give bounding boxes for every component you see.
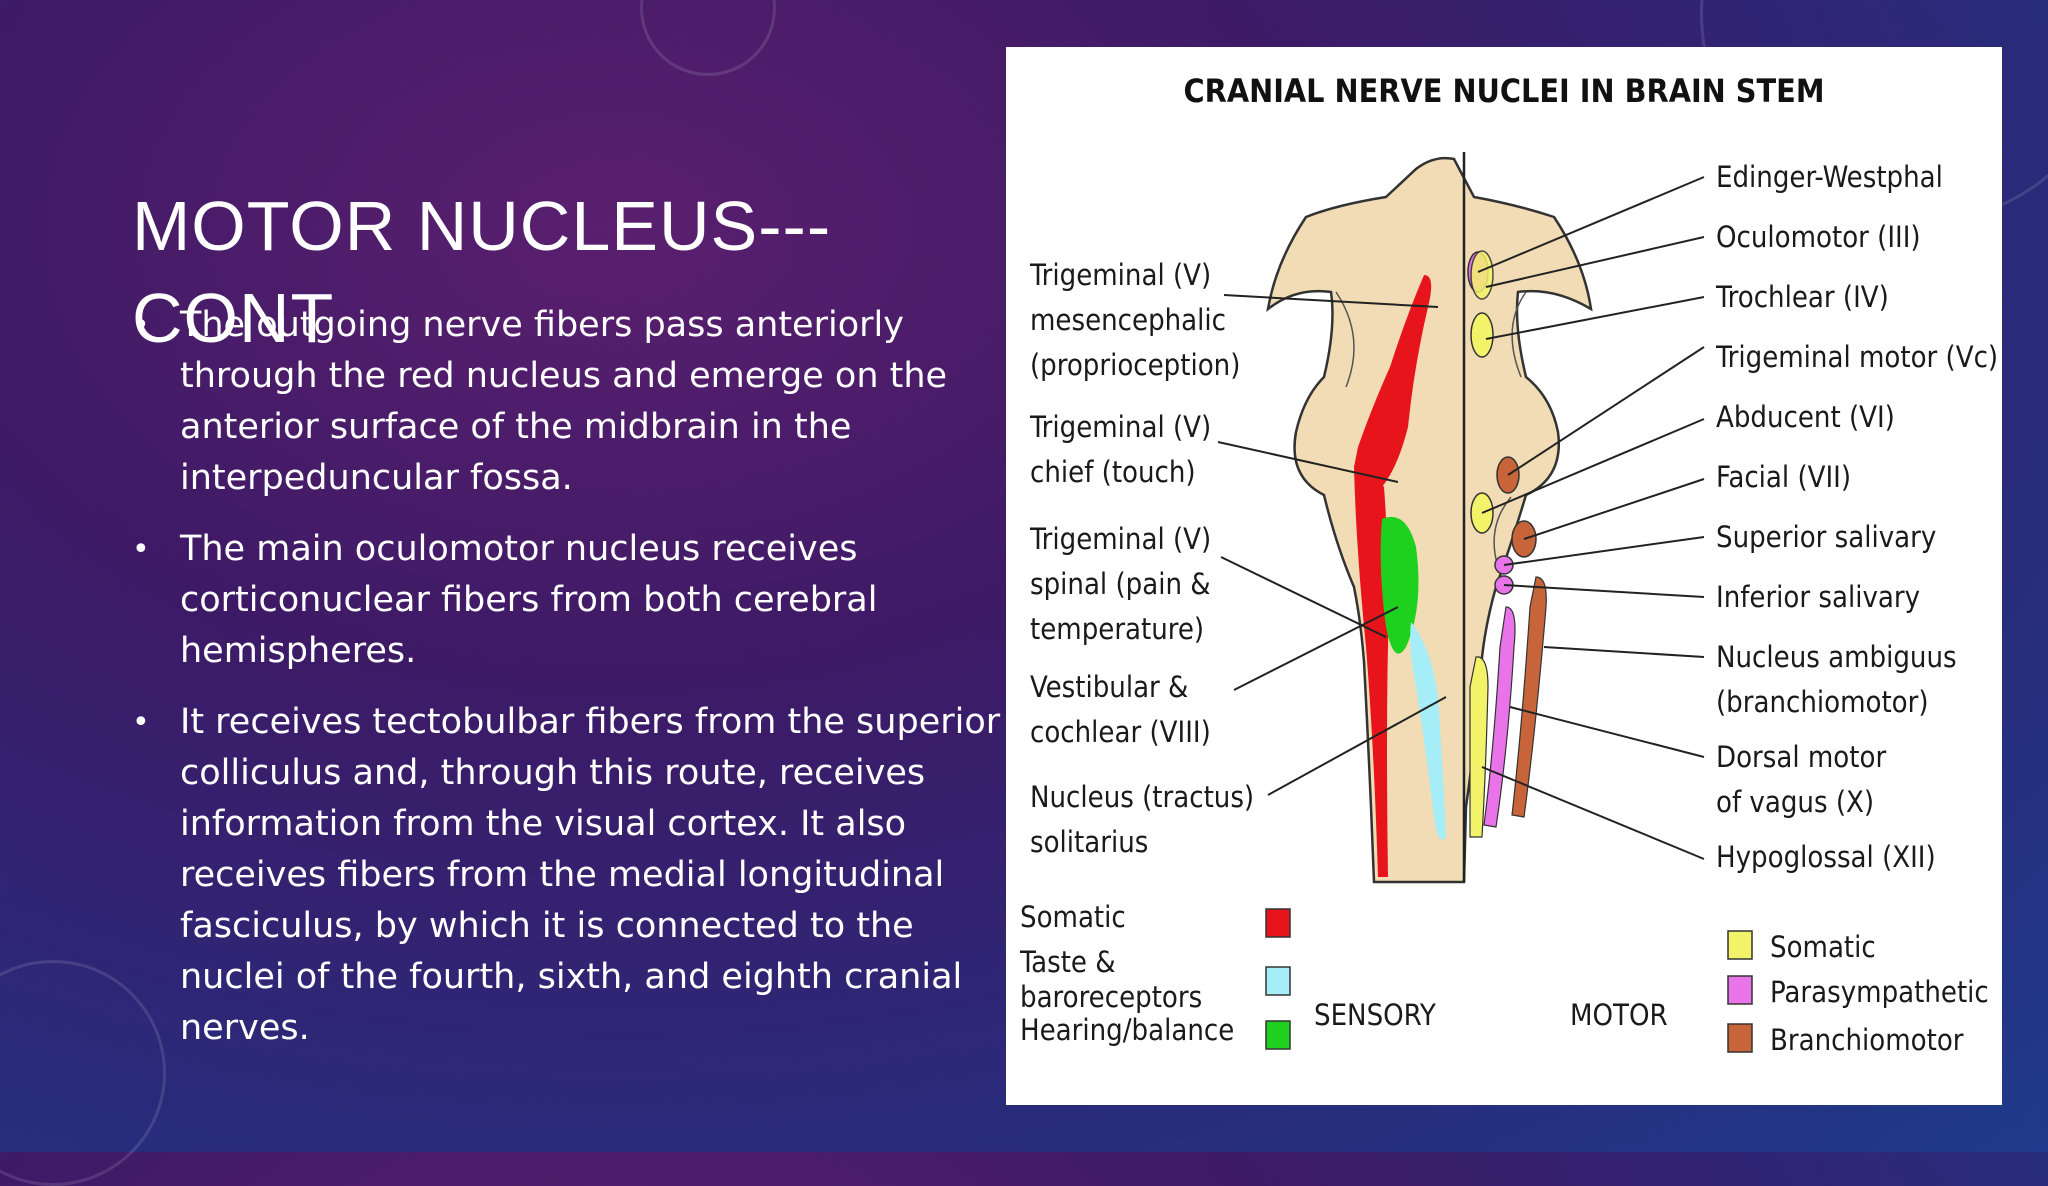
left-label-line: spinal (pain &: [1030, 567, 1211, 601]
bullet-list: • The outgoing nerve fibers pass anterio…: [132, 300, 1002, 1074]
right-label: Hypoglossal (XII): [1716, 840, 1936, 874]
legend-sensory-label: Taste &baroreceptors: [1019, 945, 1202, 1014]
left-label-line: Trigeminal (V): [1029, 522, 1211, 556]
right-label-line: Hypoglossal (XII): [1716, 840, 1936, 874]
inner-contour: [1335, 291, 1527, 568]
right-label-line: of vagus (X): [1716, 785, 1874, 819]
right-label-line: Nucleus ambiguus: [1716, 640, 1957, 674]
left-label: Trigeminal (V) chief (touch): [1029, 410, 1211, 489]
right-label-line: Trochlear (IV): [1715, 280, 1889, 314]
left-label-line: chief (touch): [1030, 455, 1196, 489]
bullet-text: It receives tectobulbar fibers from the …: [180, 702, 1001, 1048]
left-label-group: Trigeminal (V) mesencephalic (propriocepti…: [1029, 258, 1254, 859]
bullet-item: • The outgoing nerve fibers pass anterio…: [132, 300, 1002, 504]
brainstem-diagram: CRANIAL NERVE NUCLEI IN BRAIN STEM: [1006, 47, 2002, 1105]
legend-sensory-heading: SENSORY: [1314, 998, 1437, 1032]
bullet-text: The outgoing nerve fibers pass anteriorl…: [180, 305, 948, 498]
legend-sensory-label-line: baroreceptors: [1020, 980, 1202, 1014]
diagram-title: CRANIAL NERVE NUCLEI IN BRAIN STEM: [1184, 72, 1825, 110]
left-label-line: Trigeminal (V): [1029, 258, 1211, 292]
dorsal-motor-vagus-nucleus: [1483, 606, 1516, 828]
legend-motor-heading: MOTOR: [1570, 998, 1668, 1032]
legend-sensory-label: Somatic: [1020, 900, 1126, 934]
bullet-icon: •: [132, 705, 150, 740]
bullet-item: • It receives tectobulbar fibers from th…: [132, 697, 1002, 1054]
right-label-line: (branchiomotor): [1716, 685, 1929, 719]
left-label-line: Trigeminal (V): [1029, 410, 1211, 444]
right-label-line: Edinger-Westphal: [1716, 160, 1943, 194]
legend-sensory-label-line: Somatic: [1020, 900, 1126, 934]
right-label: Dorsal motor of vagus (X): [1716, 740, 1886, 819]
left-label: Nucleus (tractus) solitarius: [1030, 780, 1254, 859]
right-label-line: Oculomotor (III): [1716, 220, 1921, 254]
bullet-item: • The main oculomotor nucleus receives c…: [132, 524, 1002, 677]
slide-title: MOTOR NUCLEUS--- CONT: [132, 187, 832, 357]
right-label: Facial (VII): [1716, 460, 1851, 494]
legend-swatch: [1265, 1020, 1291, 1050]
legend-swatch: [1265, 908, 1291, 938]
leader-lines: [1217, 176, 1705, 860]
trigeminal-spinal-nucleus: [1354, 447, 1389, 877]
trochlear-nucleus: [1470, 312, 1494, 358]
oculomotor-nucleus: [1470, 250, 1494, 300]
legend-swatch: [1727, 1023, 1753, 1053]
decorative-circle: [640, 0, 776, 76]
trigeminal-mesencephalic-nucleus: [1358, 275, 1432, 487]
right-label: Abducent (VI): [1716, 400, 1895, 434]
left-label: Vestibular & cochlear (VIII): [1030, 670, 1211, 749]
legend-motor-label: Parasympathetic: [1770, 975, 1989, 1009]
right-label-line: Trigeminal motor (Vc): [1715, 340, 1998, 374]
left-label-line: Vestibular &: [1030, 670, 1188, 704]
left-label: Trigeminal (V) mesencephalic (propriocepti…: [1029, 258, 1240, 382]
solitary-nucleus: [1410, 622, 1446, 840]
right-label-line: Inferior salivary: [1716, 580, 1920, 614]
right-label: Superior salivary: [1716, 520, 1936, 554]
legend-swatch: [1265, 966, 1291, 996]
bullet-text: The main oculomotor nucleus receives cor…: [180, 529, 878, 671]
bullet-icon: •: [132, 308, 150, 343]
legend-sensory-label-line: Taste &: [1019, 945, 1116, 979]
legend-motor-label: Somatic: [1770, 930, 1876, 964]
right-label: Inferior salivary: [1716, 580, 1920, 614]
right-label: Nucleus ambiguus (branchiomotor): [1716, 640, 1957, 719]
left-label-line: Nucleus (tractus): [1030, 780, 1254, 814]
right-label: Trigeminal motor (Vc): [1715, 340, 1998, 374]
left-label-line: solitarius: [1030, 825, 1148, 859]
right-label: Trochlear (IV): [1715, 280, 1889, 314]
right-label: Edinger-Westphal: [1716, 160, 1943, 194]
bullet-icon: •: [132, 532, 150, 567]
left-label-line: (proprioception): [1030, 348, 1240, 382]
right-label-line: Superior salivary: [1716, 520, 1936, 554]
brainstem-diagram-svg: CRANIAL NERVE NUCLEI IN BRAIN STEM: [1019, 72, 1998, 1057]
nucleus-ambiguus: [1511, 576, 1547, 818]
vestibular-cochlear-nucleus: [1380, 516, 1419, 654]
legend-motor-label: Branchiomotor: [1770, 1023, 1964, 1057]
left-label-line: cochlear (VIII): [1030, 715, 1211, 749]
left-label-line: temperature): [1030, 612, 1204, 646]
left-label-line: mesencephalic: [1030, 303, 1226, 337]
right-label-line: Abducent (VI): [1716, 400, 1895, 434]
brainstem-shape: [1266, 156, 1593, 884]
legend-sensory-label: Hearing/balance: [1020, 1013, 1234, 1047]
right-label-line: Dorsal motor: [1716, 740, 1886, 774]
right-label: Oculomotor (III): [1716, 220, 1921, 254]
hypoglossal-nucleus: [1469, 656, 1489, 838]
legend-sensory-label-line: Hearing/balance: [1020, 1013, 1234, 1047]
legend-swatch: [1727, 930, 1753, 960]
left-label: Trigeminal (V) spinal (pain & temperature): [1029, 522, 1211, 646]
right-label-line: Facial (VII): [1716, 460, 1851, 494]
legend-swatch: [1727, 975, 1753, 1005]
